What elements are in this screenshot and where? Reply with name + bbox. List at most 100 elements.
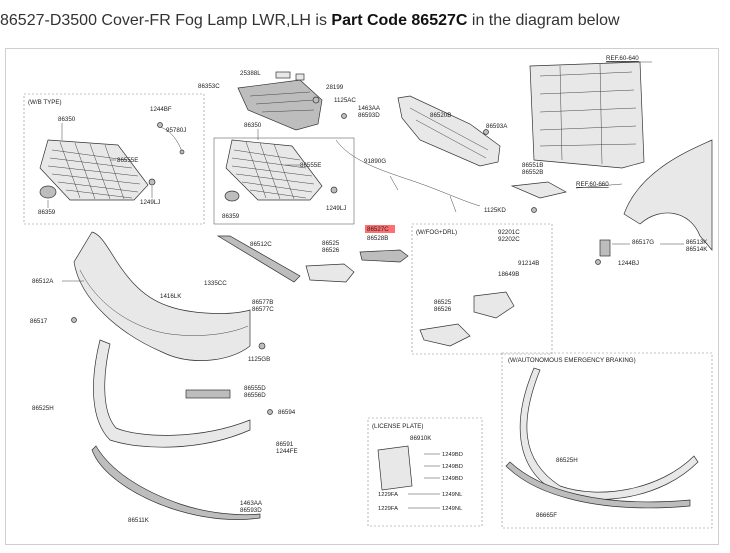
label-1249nl-1: 1249NL [442,492,463,498]
label-86665f: 86665F [536,512,557,519]
label-86517g: 86517G [632,239,654,246]
label-86350-wb: 86350 [58,116,76,123]
label-86910k: 86910K [410,435,432,442]
label-86555d: 86555D [244,385,266,392]
bracket-86551b [510,181,567,199]
label-92202c: 92202C [498,236,520,243]
label-1125gb: 1125GB [248,356,270,363]
label-86517: 86517 [30,318,48,325]
label-86577b: 86577B [252,299,273,306]
ref-60-660: REF.60-660 [576,181,609,188]
lower-grille-86525h [93,339,251,448]
label-86525-fog: 86525 [434,299,452,306]
fog-lamp-92201c [473,291,515,319]
label-86526-fog: 86526 [434,306,452,313]
grille-box [213,137,355,225]
skid-86511k [91,445,261,520]
label-86555e-wb: 86555E [117,157,138,164]
label-86350: 86350 [244,122,262,129]
autonomous-label: (W/AUTONOMOUS EMERGENCY BRAKING) [508,357,636,364]
label-18649b: 18649B [498,271,519,278]
label-86525h-aeb: 86525H [556,457,578,464]
fender [623,139,713,251]
emblem [224,190,240,202]
autonomous-box [501,352,713,529]
strip-86512c [216,235,301,283]
part-25388l [275,71,291,79]
label-91890g: 91890G [364,158,386,165]
wb-type-label: (W/B TYPE) [28,99,62,106]
label-1249bd-2: 1249BD [442,464,463,470]
label-95780j: 95780J [166,127,186,134]
label-86552b: 86552B [522,169,543,176]
label-1463aa-top: 1463AA [358,105,381,112]
label-1249bd-3: 1249BD [442,476,463,482]
grille-wb-shape [39,139,149,201]
label-1249bd-1: 1249BD [442,452,463,458]
label-86528b: 86528B [367,235,388,242]
label-86512a: 86512A [32,278,54,285]
aeb-skid-86665f [505,461,691,509]
label-86512c: 86512C [250,241,272,248]
label-1249lj-wb: 1249LJ [140,199,160,206]
grille-shape [225,139,323,201]
fog-cover-86527c [359,249,409,263]
label-86353c: 86353C [198,83,220,90]
radiator-support [529,61,645,169]
fog-lamp-86525-fog [419,323,471,347]
label-1244fe: 1244FE [276,448,298,455]
label-1463aa-bot: 1463AA [240,500,263,507]
absorber-86520b [397,95,501,167]
page-heading: 86527-D3500 Cover-FR Fog Lamp LWR,LH is … [0,12,730,30]
aeb-lower-grille-86525h [519,367,699,500]
label-92201c: 92201C [498,229,520,236]
label-1416lk: 1416LK [160,293,182,300]
label-86520b: 86520B [430,112,451,119]
sensor-wire [159,126,183,153]
highlight-86527c [365,225,395,233]
label-86556d: 86556D [244,392,266,399]
emblem-wb [39,185,57,199]
label-86359-wb: 86359 [38,209,56,216]
ref-60-640: REF.60-640 [606,55,639,62]
reflector-86555d [185,389,231,399]
label-86551b: 86551B [522,162,543,169]
label-86527c: 86527C [367,226,389,233]
heading-suffix: in the diagram below [467,12,620,29]
bumper-cover-86512a [73,231,251,361]
wiring-91890g [335,139,481,213]
label-1249lj: 1249LJ [326,205,346,212]
heading-prefix: 86527-D3500 Cover-FR Fog Lamp LWR,LH is [0,12,332,29]
fog-cover-86525 [305,263,355,283]
label-25388l: 25388L [240,70,261,77]
label-1229fa-1: 1229FA [378,492,398,498]
label-28199: 28199 [326,84,344,91]
license-plate-box [367,417,483,527]
label-86513k: 86513K [686,239,708,246]
label-1249nl-2: 1249NL [442,506,463,512]
label-1244bf: 1244BF [150,106,172,113]
wfog-drl-label: (W/FOG+DRL) [416,229,457,236]
label-86511k: 86511K [128,517,150,524]
wb-type-box [23,93,205,225]
label-86593d-top: 86593D [358,112,380,119]
license-bracket-86910k [377,445,413,491]
label-86591: 86591 [276,441,294,448]
label-1244bj: 1244BJ [618,260,639,267]
label-86359: 86359 [222,213,240,220]
label-1335cc: 1335CC [204,280,227,287]
label-86593a: 86593A [486,123,508,130]
label-86555e: 86555E [300,162,321,169]
label-86526: 86526 [322,247,340,254]
label-91214b: 91214B [518,260,539,267]
license-plate-label: (LICENSE PLATE) [372,423,423,430]
label-86577c: 86577C [252,306,274,313]
label-86594: 86594 [278,409,296,416]
label-86525: 86525 [322,240,340,247]
label-1229fa-2: 1229FA [378,506,398,512]
label-1125kd: 1125KD [484,207,506,214]
label-86593d-bot: 86593D [240,507,262,514]
label-1125ac: 1125AC [334,97,356,104]
label-86514k: 86514K [686,246,708,253]
